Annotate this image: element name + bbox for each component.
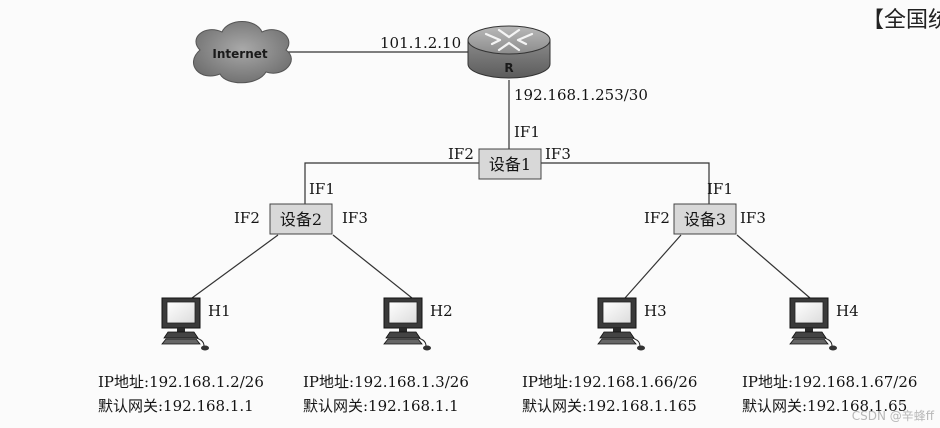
host2-ip: IP地址:192.168.1.3/26 xyxy=(303,373,469,391)
host1-computer-icon xyxy=(161,297,210,351)
host2-gateway: 默认网关:192.168.1.1 xyxy=(303,397,459,415)
router-lan-ip: 192.168.1.253/30 xyxy=(514,86,648,104)
device3-box xyxy=(673,203,737,235)
host4-ip: IP地址:192.168.1.67/26 xyxy=(742,373,917,391)
host1-name: H1 xyxy=(208,302,231,320)
host1-ip: IP地址:192.168.1.2/26 xyxy=(98,373,264,391)
router-icon xyxy=(467,25,551,79)
host4-name: H4 xyxy=(836,302,859,320)
device3-if3-label: IF3 xyxy=(740,209,766,227)
device1-if2-label: IF2 xyxy=(448,145,474,163)
internet-label: Internet xyxy=(212,47,267,61)
device1-if1-label: IF1 xyxy=(514,123,540,141)
device1-box xyxy=(478,148,542,180)
device2-if3-label: IF3 xyxy=(342,209,368,227)
device2-box xyxy=(269,203,333,235)
link-device2-h1 xyxy=(191,234,279,299)
device3-name: 设备3 xyxy=(684,210,726,229)
watermark: CSDN @辛蜂ff xyxy=(852,409,935,423)
device2-if2-label: IF2 xyxy=(234,209,260,227)
device3-if1-label: IF1 xyxy=(707,180,733,198)
link-device1-device3 xyxy=(541,162,710,204)
host2-computer-icon xyxy=(383,297,432,351)
link-device3-h3 xyxy=(624,234,682,299)
link-device3-h4 xyxy=(736,234,811,299)
router-label: R xyxy=(504,61,513,75)
host4-gateway: 默认网关:192.168.1.65 xyxy=(742,397,907,415)
host4-computer-icon xyxy=(789,297,838,351)
device2-name: 设备2 xyxy=(280,210,322,229)
router-wan-ip: 101.1.2.10 xyxy=(380,34,461,52)
device1-name: 设备1 xyxy=(489,155,531,174)
host3-name: H3 xyxy=(644,302,667,320)
host2-name: H2 xyxy=(430,302,453,320)
corner-heading-fragment: 【全国统 xyxy=(862,8,940,33)
device2-if1-label: IF1 xyxy=(309,180,335,198)
host3-ip: IP地址:192.168.1.66/26 xyxy=(522,373,697,391)
device1-if3-label: IF3 xyxy=(545,145,571,163)
host1-gateway: 默认网关:192.168.1.1 xyxy=(98,397,254,415)
link-device1-device2 xyxy=(304,162,479,204)
device3-if2-label: IF2 xyxy=(644,209,670,227)
internet-cloud-icon xyxy=(193,21,292,84)
link-device2-h2 xyxy=(332,234,413,299)
host3-computer-icon xyxy=(597,297,646,351)
host3-gateway: 默认网关:192.168.1.165 xyxy=(522,397,697,415)
